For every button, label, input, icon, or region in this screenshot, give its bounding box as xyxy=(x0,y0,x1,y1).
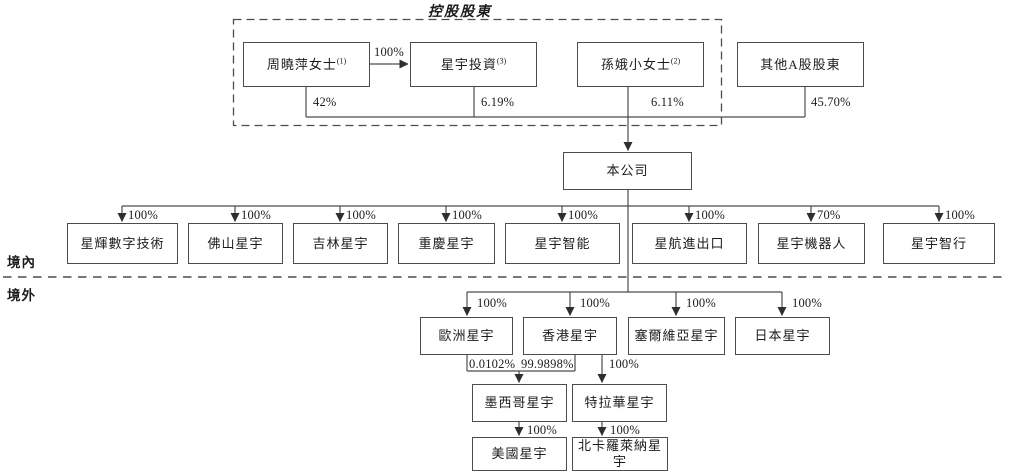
node-chongqing-xingyu: 重慶星宇 xyxy=(398,223,495,264)
node-label: 墨西哥星宇 xyxy=(484,395,555,411)
pct-xingyu-zhixing: 100% xyxy=(945,208,975,222)
pct-japan-xingyu: 100% xyxy=(792,296,822,310)
node-hongkong-xingyu: 香港星宇 xyxy=(523,317,617,355)
node-usa-xingyu: 美國星宇 xyxy=(472,437,567,471)
pct-sun-company: 6.11% xyxy=(651,95,684,109)
node-label: 重慶星宇 xyxy=(418,235,475,251)
node-delaware-xingyu: 特拉華星宇 xyxy=(572,384,667,422)
pct-hongkong-xingyu: 100% xyxy=(580,296,610,310)
node-foshan-xingyu: 佛山星宇 xyxy=(188,223,283,264)
node-xingyu-robot: 星宇機器人 xyxy=(758,223,865,264)
node-xingyu-investment: 星宇投資(3) xyxy=(410,42,537,87)
node-label: 香港星宇 xyxy=(541,328,598,344)
node-serbia-xingyu: 塞爾維亞星宇 xyxy=(628,317,725,355)
node-label: 塞爾維亞星宇 xyxy=(634,328,719,344)
pct-mexico-to-usa: 100% xyxy=(527,423,557,437)
node-label: 歐洲星宇 xyxy=(438,328,495,344)
node-label: 吉林星宇 xyxy=(312,235,369,251)
node-sun-exiao: 孫娥小女士(2) xyxy=(577,42,704,87)
node-label: 本公司 xyxy=(606,163,649,179)
node-label: 其他A股股東 xyxy=(760,56,841,72)
pct-serbia-xingyu: 100% xyxy=(686,296,716,310)
pct-hk-to-mexico: 99.9898% xyxy=(521,357,574,371)
controlling-shareholders-title: 控股股東 xyxy=(428,5,492,20)
pct-xinghang-import-export: 100% xyxy=(695,208,725,222)
node-xingyu-zhixing: 星宇智行 xyxy=(883,223,995,264)
node-japan-xingyu: 日本星宇 xyxy=(735,317,830,355)
node-xinghang-import-export: 星航進出口 xyxy=(632,223,747,264)
region-label-domestic: 境內 xyxy=(7,255,36,270)
pct-europe-to-mexico: 0.0102% xyxy=(469,357,516,371)
controlling-shareholders-group-frame xyxy=(232,18,723,127)
pct-jilin-xingyu: 100% xyxy=(346,208,376,222)
pct-delaware-to-nc: 100% xyxy=(610,423,640,437)
node-label: 星宇智行 xyxy=(910,235,967,251)
pct-chongqing-xingyu: 100% xyxy=(452,208,482,222)
node-company: 本公司 xyxy=(563,152,692,190)
node-zhou-xiaoping: 周曉萍女士(1) xyxy=(243,42,370,87)
pct-europe-xingyu: 100% xyxy=(477,296,507,310)
node-label: 星輝數字技術 xyxy=(80,235,165,251)
pct-xinghui-digital: 100% xyxy=(128,208,158,222)
node-xingyu-intelligent: 星宇智能 xyxy=(505,223,620,264)
node-europe-xingyu: 歐洲星宇 xyxy=(420,317,513,355)
pct-xingyu-intelligent: 100% xyxy=(568,208,598,222)
node-label: 美國星宇 xyxy=(491,446,548,462)
node-label: 孫娥小女士(2) xyxy=(600,56,681,72)
node-label: 日本星宇 xyxy=(754,328,811,344)
node-label: 星宇機器人 xyxy=(776,235,847,251)
node-mexico-xingyu: 墨西哥星宇 xyxy=(472,384,567,422)
node-other-a-shareholders: 其他A股股東 xyxy=(737,42,864,87)
node-label: 星航進出口 xyxy=(654,235,725,251)
node-label: 星宇智能 xyxy=(534,235,591,251)
region-label-overseas: 境外 xyxy=(7,288,36,303)
node-north-carolina-xingyu: 北卡羅萊納星宇 xyxy=(572,437,668,471)
pct-zhou-company: 42% xyxy=(313,95,337,109)
pct-foshan-xingyu: 100% xyxy=(241,208,271,222)
node-xinghui-digital: 星輝數字技術 xyxy=(67,223,178,264)
pct-other-company: 45.70% xyxy=(811,95,851,109)
pct-zhou-to-investment: 100% xyxy=(374,45,404,59)
node-label: 北卡羅萊納星宇 xyxy=(577,438,662,469)
node-label: 佛山星宇 xyxy=(207,235,264,251)
node-label: 星宇投資(3) xyxy=(440,56,507,72)
node-jilin-xingyu: 吉林星宇 xyxy=(293,223,388,264)
pct-investment-company: 6.19% xyxy=(481,95,515,109)
node-label: 特拉華星宇 xyxy=(584,395,655,411)
pct-xingyu-robot: 70% xyxy=(817,208,841,222)
node-label: 周曉萍女士(1) xyxy=(266,56,347,72)
pct-hk-to-delaware: 100% xyxy=(609,357,639,371)
